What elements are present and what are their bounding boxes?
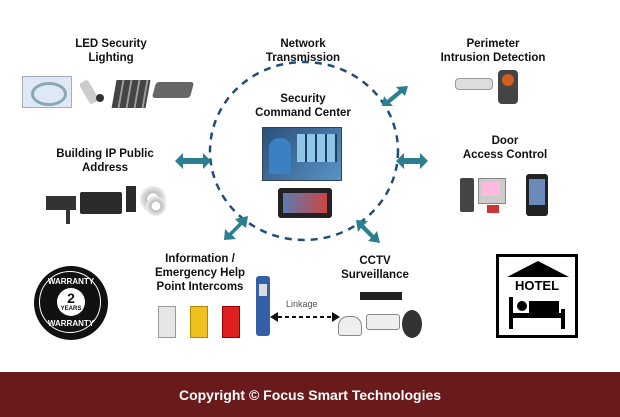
hotel-roof — [507, 261, 569, 277]
command-center-label: Security Command Center — [255, 93, 351, 119]
copyright-footer: Copyright © Focus Smart Technologies — [0, 372, 620, 417]
network-label: Network Transmission — [265, 38, 341, 64]
led-strip-image — [22, 76, 72, 108]
hotel-icon: HOTEL — [496, 254, 578, 338]
intercom-white — [158, 306, 176, 338]
door-station — [460, 178, 474, 212]
beam-sensor — [455, 78, 493, 90]
bullet-camera — [366, 314, 400, 330]
led-bulb-image — [78, 74, 112, 108]
arrow-perimeter — [382, 86, 408, 106]
command-center-photo — [262, 127, 342, 181]
access-card — [487, 205, 499, 213]
intercoms-label: Information / Emergency Help Point Inter… — [154, 253, 246, 293]
led-coil — [31, 82, 67, 106]
warranty-unit: YEARS — [60, 306, 82, 312]
intercom-red — [222, 306, 240, 338]
arrow-intercoms — [224, 216, 248, 240]
hotel-label: HOTEL — [514, 278, 560, 293]
ptz-camera — [498, 70, 518, 104]
bed-footboard — [561, 309, 565, 329]
amplifier-image — [80, 192, 122, 214]
touch-panel-screen — [283, 193, 327, 213]
pa-speaker — [126, 186, 136, 212]
microphone-base — [46, 196, 76, 210]
led-lighting-label: LED Security Lighting — [75, 38, 147, 64]
warranty-bottom: WARRANTY — [47, 319, 95, 328]
warranty-number: 2 — [67, 290, 75, 306]
operator-figure — [269, 138, 291, 174]
street-light-image — [151, 82, 195, 98]
touch-panel — [278, 188, 332, 218]
dome-camera — [338, 316, 362, 336]
warranty-top: WARRANTY — [47, 277, 95, 286]
help-point-pillar — [256, 276, 270, 336]
copyright-text: Copyright © Focus Smart Technologies — [178, 386, 442, 403]
warranty-badge: WARRANTY 2 YEARS WARRANTY — [34, 266, 108, 340]
cctv-label: CCTV Surveillance — [341, 255, 409, 281]
face-terminal — [526, 174, 548, 216]
indoor-monitor — [478, 178, 506, 204]
door-access-label: Door Access Control — [462, 135, 548, 161]
perimeter-label: Perimeter Intrusion Detection — [440, 38, 546, 64]
floodlight-image — [111, 80, 151, 108]
speed-dome-camera — [402, 310, 422, 338]
public-address-label: Building IP Public Address — [56, 148, 154, 174]
linkage-arrow — [270, 312, 340, 322]
bed-frame — [509, 313, 565, 318]
microphone-stem — [66, 204, 70, 224]
intercom-yellow — [190, 306, 208, 338]
bed-blanket — [529, 301, 559, 313]
arrow-cctv — [356, 220, 380, 243]
bed-person-head — [517, 301, 527, 311]
arrow-public-address — [175, 153, 211, 169]
network-ring — [208, 60, 400, 242]
nvr-recorder — [360, 292, 402, 300]
video-wall — [297, 134, 337, 162]
ceiling-speaker-2 — [146, 196, 166, 216]
linkage-label: Linkage — [286, 299, 318, 309]
arrow-door-access — [396, 153, 428, 169]
bed-headboard — [509, 297, 513, 329]
